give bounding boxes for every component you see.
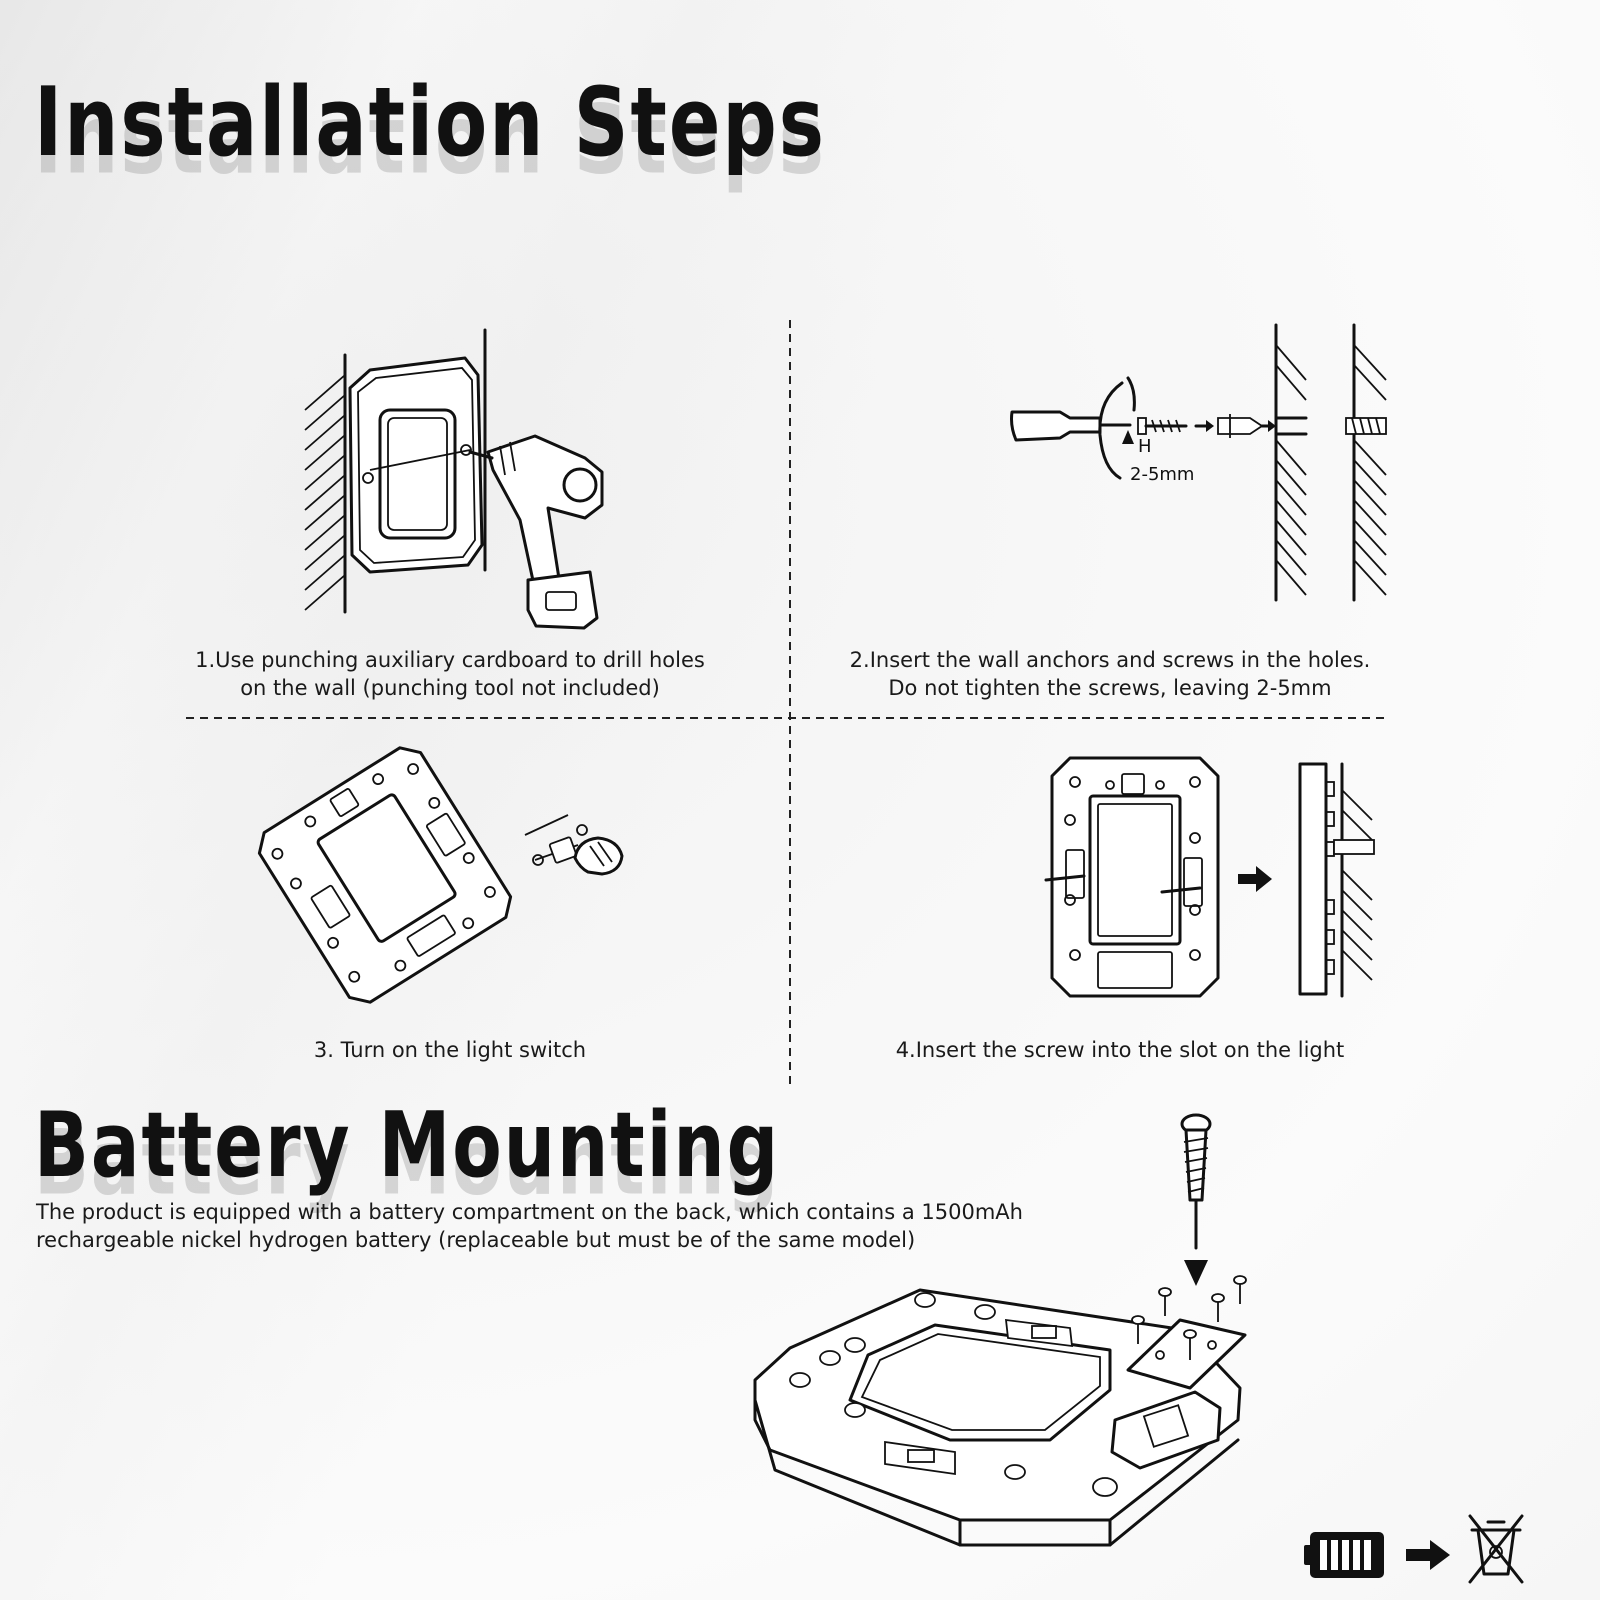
drill-icon [468,434,604,630]
small-screws [1131,1275,1247,1360]
step3-caption-line1: 3. Turn on the light switch [313,1038,587,1062]
battery-cover-plate [1110,1390,1222,1470]
arrow-icon [1194,420,1214,432]
cardboard-template [348,356,484,574]
arrow-right-icon [1406,1540,1450,1570]
step1-caption: 1.Use punching auxiliary cardboard to dr… [180,646,720,702]
screw-icon [1137,417,1188,435]
light-base-3d [753,1275,1247,1547]
step1-caption-line2: on the wall (punching tool not included) [240,676,660,700]
battery-compartment-lid [1126,1318,1247,1390]
battery-icon [1304,1532,1384,1578]
gap-label: 2-5mm [1130,464,1194,485]
screwdriver-icon [1010,376,1136,480]
wall-anchor-icon [1217,414,1264,438]
arrow-icon [1260,420,1276,432]
battery-mounting-title: Battery Mounting [34,1092,781,1197]
slot-bracket [1004,1318,1074,1348]
step4-caption-line1: 4.Insert the screw into the slot on the … [895,1038,1345,1062]
wall-section-installed [1345,323,1387,602]
down-arrow-icon [1184,1260,1208,1286]
slot-bracket [884,1440,956,1476]
arrow-right-icon [1238,866,1272,892]
large-screw-icon [1180,1113,1212,1250]
installation-steps-title: Installation Steps [34,66,827,178]
crossed-bin-icon [1468,1514,1524,1584]
step2-caption-line1: 2.Insert the wall anchors and screws in … [849,648,1371,672]
wall-section-drilled [1274,323,1308,602]
light-side-on-wall [1298,762,1375,998]
battery-description-line1: The product is equipped with a battery c… [36,1200,1023,1224]
step2-caption: 2.Insert the wall anchors and screws in … [820,646,1400,702]
finger-press-icon [524,814,624,876]
battery-description-line2: rechargeable nickel hydrogen battery (re… [36,1228,916,1252]
wall-hatching-left [304,353,347,614]
step1-caption-line1: 1.Use punching auxiliary cardboard to dr… [195,648,705,672]
step4-caption: 4.Insert the screw into the slot on the … [860,1036,1380,1064]
battery-description: The product is equipped with a battery c… [36,1198,1023,1254]
light-panel-tilted [257,746,513,1004]
step2-caption-line2: Do not tighten the screws, leaving 2-5mm [888,676,1332,700]
svg-text:H: H [1138,436,1152,457]
step3-caption: 3. Turn on the light switch [250,1036,650,1064]
light-panel-front [1044,756,1220,998]
